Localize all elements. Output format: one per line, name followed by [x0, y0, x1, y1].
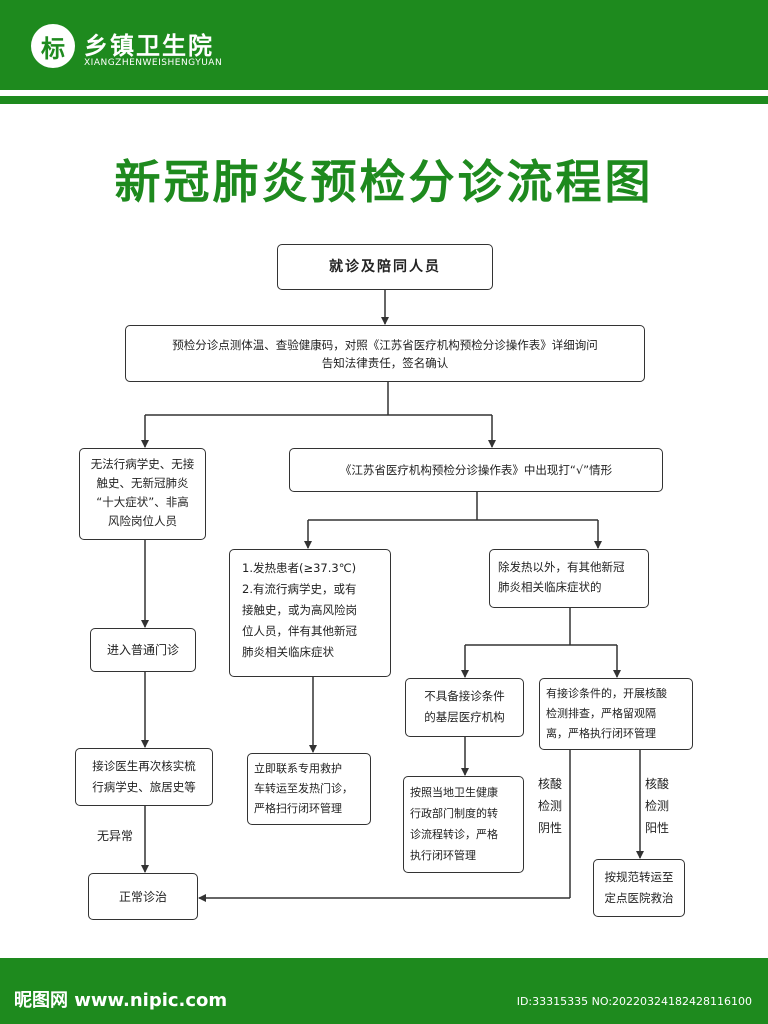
label-positive: 核酸 检测 阳性	[645, 773, 669, 839]
box-triage-line-2: 告知法律责任，签名确认	[321, 355, 449, 370]
box-capacity: 有接诊条件的，开展核酸 检测排查，严格留观隔 离，严格执行闭环管理	[539, 678, 693, 750]
box-recheck-line-1: 接诊医生再次核实梳	[92, 759, 196, 773]
box-fever-line-5: 肺炎相关临床症状	[242, 645, 334, 659]
box-no-history-line-2: 触史、无新冠肺炎	[96, 476, 189, 490]
box-fever-line-1: 1.发热患者(≥37.3℃)	[242, 561, 357, 575]
box-transfer-rules-line-4: 执行闭环管理	[410, 849, 476, 862]
box-transfer-rules-line-3: 诊流程转诊，严格	[410, 828, 498, 841]
label-positive-line-1: 核酸	[645, 777, 670, 791]
box-capacity-line-1: 有接诊条件的，开展核酸	[546, 687, 667, 700]
label-negative-line-2: 检测	[538, 799, 563, 813]
box-triage-line-1: 预检分诊点测体温、查验健康码，对照《江苏省医疗机构预检分诊操作表》详细询问	[172, 337, 598, 352]
label-negative-line-1: 核酸	[538, 777, 563, 791]
footer-id: ID:33315335 NO:20220324182428116100	[516, 995, 752, 1008]
label-negative: 核酸 检测 阴性	[538, 773, 562, 839]
box-no-history: 无法行病学史、无接 触史、无新冠肺炎 “十大症状”、非高 风险岗位人员	[79, 448, 206, 540]
label-negative-line-3: 阴性	[538, 821, 563, 835]
box-no-history-line-1: 无法行病学史、无接	[90, 457, 195, 471]
box-other-symptoms: 除发热以外，有其他新冠 肺炎相关临床症状的	[489, 549, 649, 608]
box-capacity-line-3: 离，严格执行闭环管理	[546, 727, 656, 740]
box-transfer-rules-line-1: 按照当地卫生健康	[410, 786, 498, 799]
box-checkmark-text: 《江苏省医疗机构预检分诊操作表》中出现打“√”情形	[339, 463, 613, 477]
box-checkmark: 《江苏省医疗机构预检分诊操作表》中出现打“√”情形	[289, 448, 663, 492]
header-stripe-white	[0, 90, 768, 96]
box-transfer-rules: 按照当地卫生健康 行政部门制度的转 诊流程转诊，严格 执行闭环管理	[403, 776, 524, 873]
logo-icon: 标	[31, 24, 75, 68]
box-general-clinic: 进入普通门诊	[90, 628, 196, 672]
box-normal: 正常诊治	[88, 873, 198, 920]
box-designated: 按规范转运至 定点医院救治	[593, 859, 685, 917]
box-fever: 1.发热患者(≥37.3℃) 2.有流行病学史，或有 接触史，或为高风险岗 位人…	[229, 549, 391, 677]
box-recheck-line-2: 行病学史、旅居史等	[92, 780, 196, 794]
label-positive-line-2: 检测	[645, 799, 670, 813]
box-transfer-rules-line-2: 行政部门制度的转	[410, 807, 498, 820]
box-normal-text: 正常诊治	[118, 889, 167, 904]
footer-watermark: 昵图网 www.nipic.com	[14, 990, 228, 1011]
header-bar	[0, 0, 768, 90]
page-title: 新冠肺炎预检分诊流程图	[114, 155, 654, 209]
box-designated-line-2: 定点医院救治	[604, 891, 674, 905]
box-start: 就诊及陪同人员	[277, 244, 493, 290]
box-no-capacity: 不具备接诊条件 的基层医疗机构	[405, 678, 524, 737]
box-emergency: 立即联系专用救护 车转运至发热门诊， 严格扫行闭环管理	[247, 753, 371, 825]
box-emergency-line-1: 立即联系专用救护	[254, 762, 342, 775]
box-recheck: 接诊医生再次核实梳 行病学史、旅居史等	[75, 748, 213, 806]
box-no-history-line-4: 风险岗位人员	[108, 514, 177, 528]
box-other-symptoms-line-1: 除发热以外，有其他新冠	[498, 560, 625, 574]
box-capacity-line-2: 检测排查，严格留观隔	[546, 707, 656, 720]
footer-bar	[0, 958, 768, 1024]
brand-subtitle: XIANGZHENWEISHENGYUAN	[84, 58, 223, 68]
box-general-clinic-text: 进入普通门诊	[106, 643, 179, 657]
box-designated-line-1: 按规范转运至	[604, 870, 674, 884]
box-fever-line-3: 接触史，或为高风险岗	[242, 603, 357, 617]
box-emergency-line-3: 严格扫行闭环管理	[254, 802, 342, 815]
box-no-capacity-line-1: 不具备接诊条件	[424, 689, 505, 703]
label-positive-line-3: 阳性	[645, 821, 670, 835]
box-start-text: 就诊及陪同人员	[329, 259, 441, 275]
label-no-abnormal: 无异常	[97, 829, 134, 843]
brand-name: 乡镇卫生院	[84, 32, 214, 60]
box-no-history-line-3: “十大症状”、非高	[96, 495, 189, 509]
box-fever-line-4: 位人员，伴有其他新冠	[242, 624, 357, 638]
box-fever-line-2: 2.有流行病学史，或有	[242, 582, 357, 596]
box-other-symptoms-line-2: 肺炎相关临床症状的	[498, 580, 602, 594]
box-emergency-line-2: 车转运至发热门诊，	[254, 782, 353, 795]
header-stripe-green	[0, 96, 768, 104]
box-triage: 预检分诊点测体温、查验健康码，对照《江苏省医疗机构预检分诊操作表》详细询问 告知…	[125, 325, 645, 382]
box-no-capacity-line-2: 的基层医疗机构	[424, 710, 505, 724]
